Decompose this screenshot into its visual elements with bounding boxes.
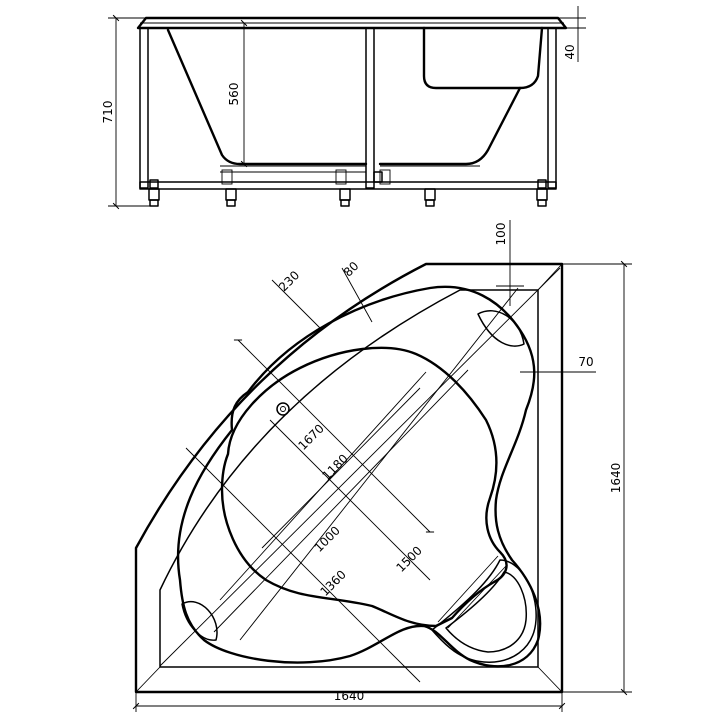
- label-710: 710: [101, 101, 115, 124]
- label-80: 80: [341, 259, 362, 280]
- armrest-bottom-left: [181, 601, 218, 641]
- frame-middle-post: [365, 27, 375, 189]
- side-view: 710 560 40: [101, 6, 586, 210]
- tub-shell-left: [166, 28, 368, 166]
- top-view: 1640 1640 100 70 230 80: [132, 220, 632, 712]
- tub-shell-right: [378, 86, 522, 166]
- dim-rim-top: 100: [494, 220, 524, 306]
- diagonal-dimensions: 1670 1180 1000 1500 1360: [159, 267, 561, 683]
- label-rim-right: 70: [578, 355, 593, 369]
- dim-length: 1640: [562, 260, 632, 696]
- dim-overall-height: 710: [101, 14, 150, 210]
- frame-bottom-rail: [139, 181, 557, 190]
- dim-corner: 230 80: [271, 259, 373, 329]
- armrest-top-right: [477, 310, 525, 347]
- feet: [148, 171, 548, 207]
- corner-seat: [431, 559, 537, 663]
- label-1360: 1360: [317, 567, 348, 598]
- frame-left-post: [139, 27, 149, 189]
- frame-right-post: [547, 27, 557, 189]
- label-1180: 1180: [319, 451, 350, 482]
- label-230: 230: [276, 268, 302, 294]
- label-rim-top: 100: [494, 223, 508, 246]
- inner-seat-contour: [220, 346, 508, 628]
- label-1670: 1670: [295, 421, 326, 452]
- label-length: 1640: [609, 463, 623, 494]
- tub-seat: [422, 26, 544, 90]
- label-560: 560: [227, 83, 241, 106]
- dim-rim: 40: [558, 6, 586, 62]
- dim-rim-right: 70: [520, 355, 596, 382]
- dim-depth: 560: [227, 19, 248, 168]
- label-40: 40: [563, 44, 577, 59]
- label-width: 1640: [334, 689, 365, 703]
- label-1000: 1000: [311, 523, 342, 554]
- drain: [276, 402, 290, 416]
- dim-width: 1640: [132, 689, 566, 712]
- basin-contour: [176, 285, 542, 668]
